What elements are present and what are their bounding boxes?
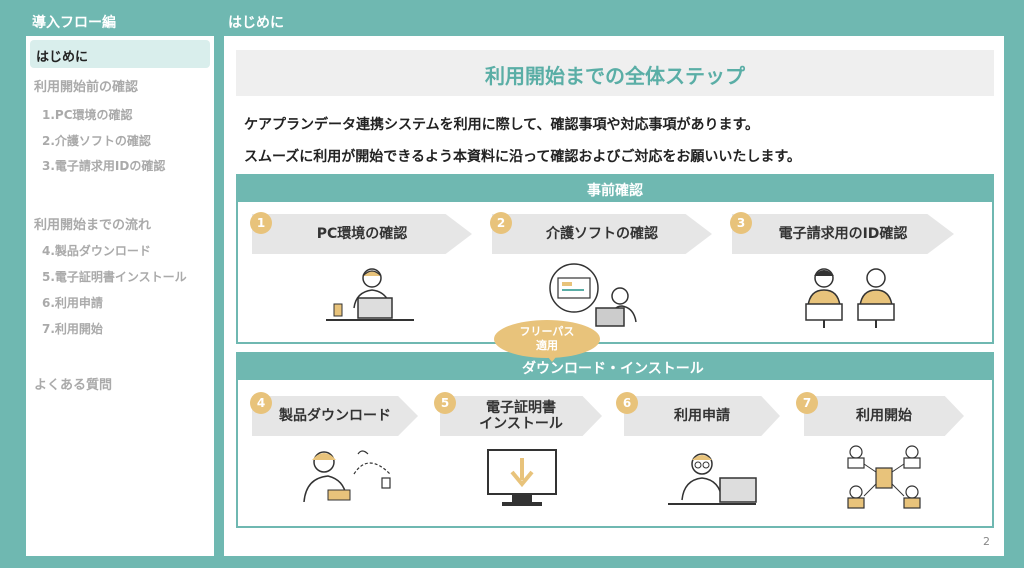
sidebar-group-faq[interactable]: よくある質問 (34, 378, 113, 393)
section-download-install: ダウンロード・インストール 製品ダウンロード 4 電子証明書 インストール 5 … (236, 352, 994, 528)
sidebar-group-before-start[interactable]: 利用開始前の確認 (34, 80, 139, 95)
header-bar: 導入フロー編 はじめに (14, 6, 1010, 34)
step-6-chevron: 利用申請 (624, 396, 780, 436)
step-1-label: PC環境の確認 (316, 225, 408, 242)
header-left-title: 導入フロー編 (32, 15, 116, 31)
step-6-number: 6 (616, 392, 638, 414)
page-number: 2 (983, 535, 990, 548)
install-monitor-icon (487, 449, 557, 506)
title-box: 利用開始までの全体ステップ (236, 50, 994, 96)
step-4-number: 4 (250, 392, 272, 414)
header-right-title: はじめに (228, 15, 284, 31)
step-2-number: 2 (490, 212, 512, 234)
step-6-label: 利用申請 (674, 407, 730, 424)
person-at-laptop-icon (326, 268, 414, 321)
step-1-number: 1 (250, 212, 272, 234)
section-pre-check-heading: 事前確認 (238, 176, 992, 202)
section-pre-check: 事前確認 PC環境の確認 1 介護ソフトの確認 2 電子請求用のID確認 3 (236, 174, 994, 344)
sidebar-item-software-check[interactable]: 2.介護ソフトの確認 (42, 134, 151, 148)
step-4-chevron: 製品ダウンロード (252, 396, 418, 436)
step-5-number: 5 (434, 392, 456, 414)
step-4-label: 製品ダウンロード (279, 407, 391, 424)
step-3-number: 3 (730, 212, 752, 234)
download-person-icon (303, 450, 391, 503)
sidebar-group-flow[interactable]: 利用開始までの流れ (34, 218, 152, 233)
main-panel: 利用開始までの全体ステップ ケアプランデータ連携システムを利用に際して、確認事項… (224, 36, 1004, 556)
sidebar-item-id-check[interactable]: 3.電子請求用IDの確認 (42, 159, 166, 173)
section-download-heading: ダウンロード・インストール (238, 354, 992, 380)
application-person-icon (668, 453, 757, 505)
page-title: 利用開始までの全体ステップ (485, 64, 745, 88)
intro-line-1: ケアプランデータ連携システムを利用に際して、確認事項や対応事項があります。 (244, 117, 760, 133)
step-7-label: 利用開始 (856, 407, 912, 424)
step-7-number: 7 (796, 392, 818, 414)
network-users-icon (847, 445, 921, 509)
sidebar-item-certificate[interactable]: 5.電子証明書インストール (42, 270, 187, 284)
sidebar-item-start[interactable]: 7.利用開始 (42, 322, 103, 336)
step-5-label-line1: 電子証明書 (485, 399, 556, 416)
step-7-chevron: 利用開始 (804, 396, 964, 436)
sidebar-item-download[interactable]: 4.製品ダウンロード (42, 244, 151, 258)
free-pass-badge-line1: フリーパス (519, 325, 575, 338)
sidebar-item-hajimeni[interactable]: はじめに (30, 40, 210, 68)
step-5-label: 電子証明書 インストール (479, 400, 563, 432)
step-5-chevron: 電子証明書 インストール (440, 396, 602, 436)
step-2-chevron: 介護ソフトの確認 (492, 214, 712, 254)
sidebar-item-pc-check[interactable]: 1.PC環境の確認 (42, 108, 133, 122)
sidebar: はじめに 利用開始前の確認 1.PC環境の確認 2.介護ソフトの確認 3.電子請… (26, 36, 214, 556)
sidebar-item-application[interactable]: 6.利用申請 (42, 296, 103, 310)
step-5-label-line2: インストール (479, 416, 563, 432)
step-2-label: 介護ソフトの確認 (546, 225, 658, 242)
step-3-label: 電子請求用のID確認 (778, 225, 908, 242)
free-pass-badge: フリーパス 適用 (494, 320, 600, 358)
step-1-chevron: PC環境の確認 (252, 214, 472, 254)
intro-line-2: スムーズに利用が開始できるよう本資料に沿って確認およびご対応をお願いいたします。 (244, 149, 801, 165)
step-3-chevron: 電子請求用のID確認 (732, 214, 954, 254)
two-people-id-icon (805, 268, 895, 328)
free-pass-badge-line2: 適用 (536, 338, 558, 352)
software-check-icon (549, 263, 637, 327)
